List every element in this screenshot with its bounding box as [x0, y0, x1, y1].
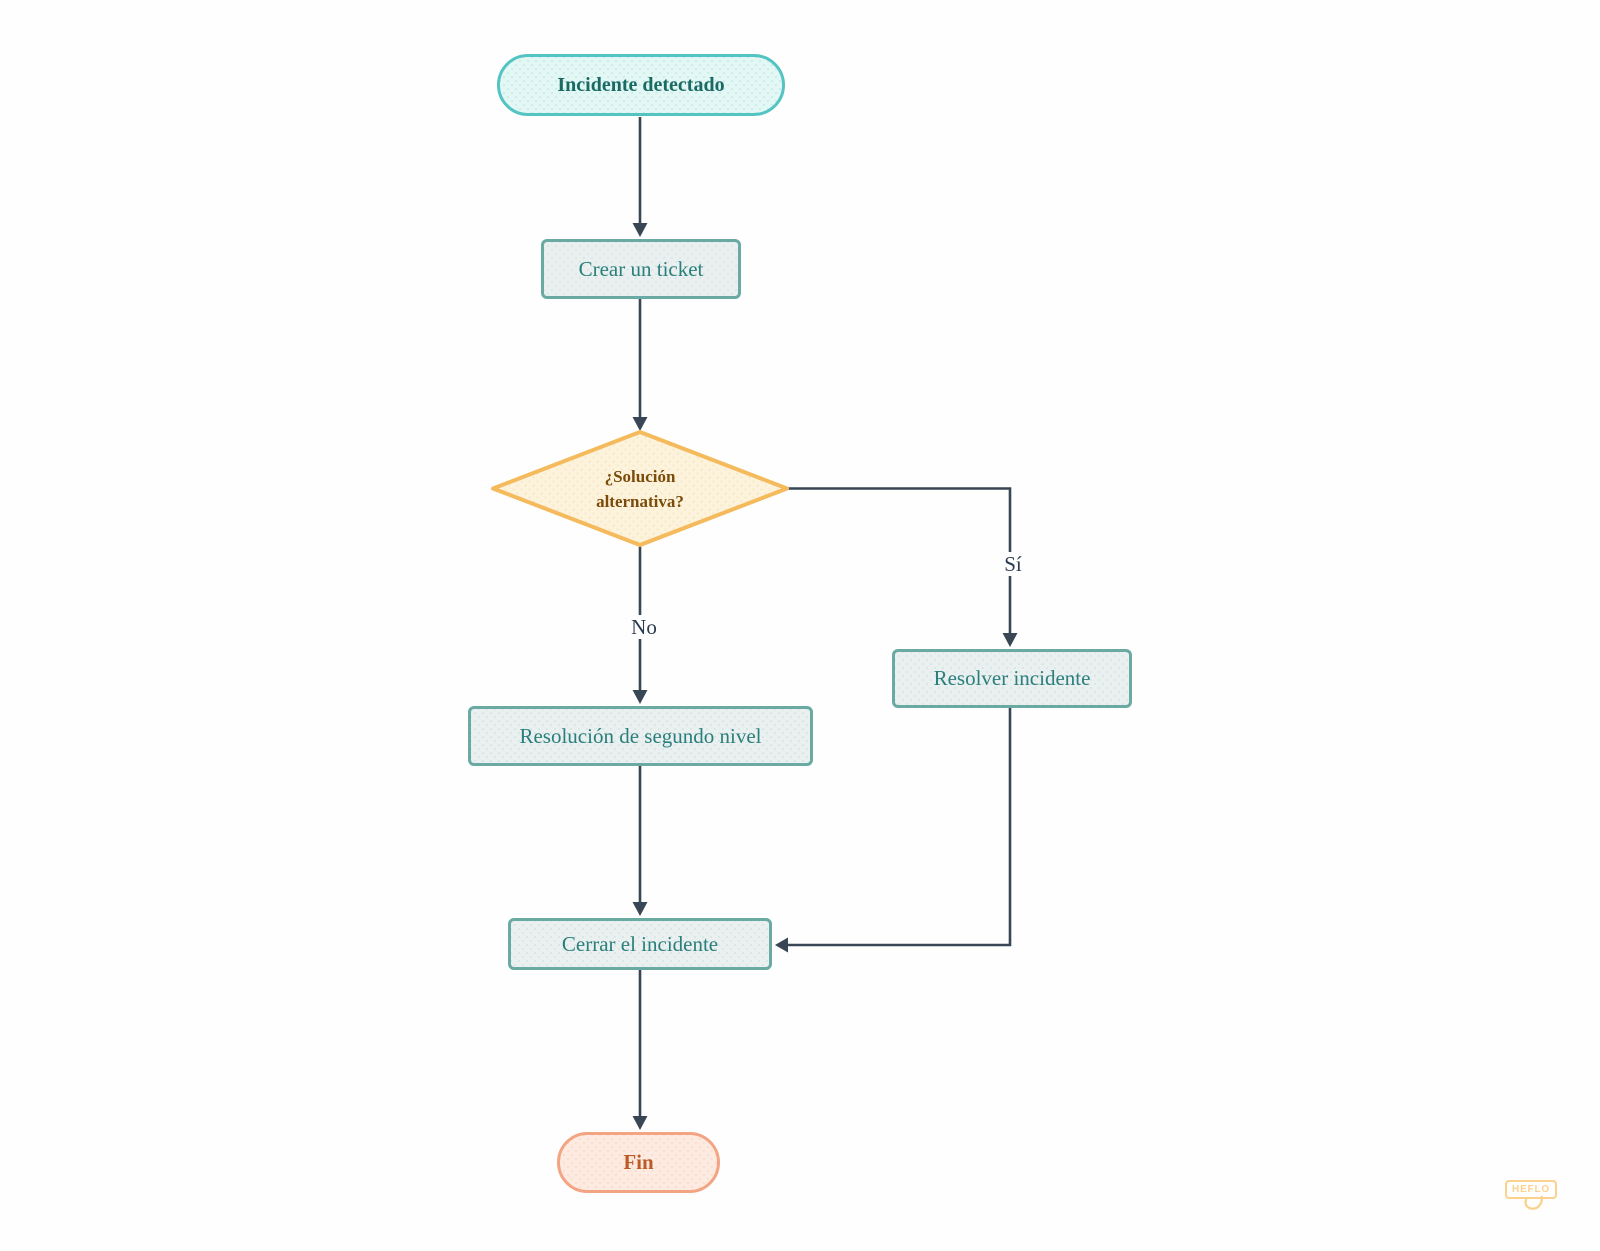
connector-lines: [638, 117, 1012, 1117]
node-close-incident-label: Cerrar el incidente: [561, 931, 719, 956]
node-create-ticket-label: Crear un ticket: [578, 256, 704, 281]
node-decision-label: ¿Solución alternativa?: [596, 466, 684, 511]
node-start-event: Incidente detectado: [497, 54, 785, 116]
node-start-label: Incidente detectado: [557, 73, 725, 96]
node-second-level-resolution-label: Resolución de segundo nivel: [519, 723, 762, 748]
decision-diamond-shape: [491, 430, 789, 547]
edge-resolve-to-close: [788, 707, 1012, 947]
node-resolve-incident: Resolver incidente: [892, 649, 1132, 708]
node-end-event: Fin: [557, 1132, 720, 1193]
node-resolve-incident-label: Resolver incidente: [933, 666, 1091, 690]
arrowhead: [1002, 633, 1018, 647]
edge-label-yes: Sí: [999, 552, 1027, 576]
arrowhead: [632, 902, 648, 916]
arrowheads: [632, 223, 1018, 1130]
heflo-logo: HEFLO: [1505, 1180, 1557, 1199]
edge-label-no: No: [626, 615, 662, 639]
arrowhead: [632, 690, 648, 704]
edge-decision-yes: [787, 487, 1012, 634]
arrowhead: [632, 223, 648, 237]
heflo-logo-text: HEFLO: [1512, 1184, 1550, 1195]
arrowhead: [632, 1116, 648, 1130]
arrowhead: [775, 937, 788, 953]
node-decision: ¿Solución alternativa?: [493, 432, 787, 545]
node-end-label: Fin: [623, 1150, 654, 1174]
logo-bubble-tail: [1524, 1195, 1544, 1210]
arrowhead: [632, 417, 648, 431]
node-close-incident: Cerrar el incidente: [508, 918, 772, 970]
node-create-ticket: Crear un ticket: [541, 239, 741, 299]
node-second-level-resolution: Resolución de segundo nivel: [468, 706, 813, 766]
